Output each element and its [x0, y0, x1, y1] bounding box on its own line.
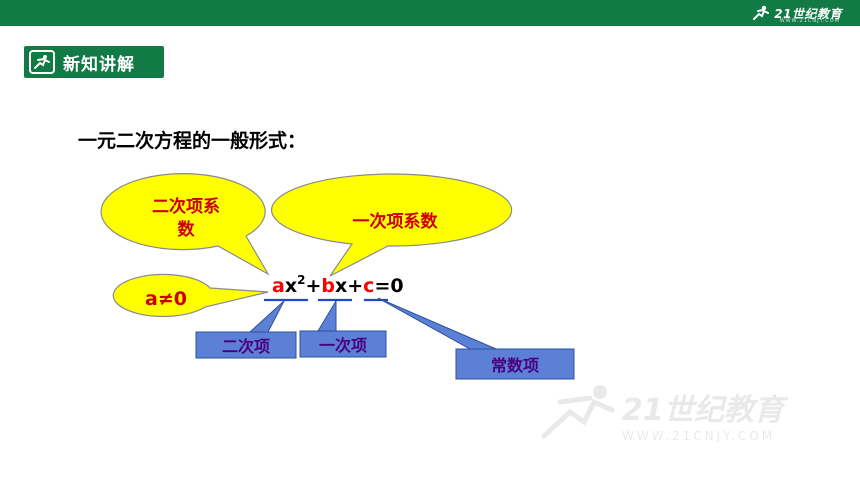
section-label: 新知讲解: [63, 54, 135, 75]
watermark-text: 21世纪教育: [622, 393, 789, 428]
label-constant-term-pointer: [377, 297, 497, 350]
label-linear-term-box: [299, 330, 387, 358]
coef-c: c: [363, 275, 374, 297]
callout-quadratic-coefficient-line1: 二次项系: [152, 196, 220, 217]
runner-icon: [29, 50, 55, 74]
plus-2: +: [347, 275, 363, 297]
coef-a: a: [272, 275, 285, 297]
brand-logo: 21世纪教育: [752, 3, 842, 23]
brand-subtext: WWW.21CNJY.COM: [779, 18, 840, 24]
var-x: x: [335, 275, 347, 297]
label-linear-term: 一次项: [319, 336, 367, 355]
plus-1: +: [305, 275, 321, 297]
callout-linear-coefficient: [271, 173, 513, 277]
label-constant-term: 常数项: [491, 356, 539, 375]
label-linear-term-pointer: [317, 299, 337, 332]
callout-linear-coefficient-text: 一次项系数: [353, 211, 439, 232]
label-quadratic-term: 二次项: [222, 337, 270, 356]
callout-condition: [112, 273, 269, 318]
watermark-subtext: WWW.21CNJY.COM: [622, 429, 775, 443]
runner-logo-icon: [753, 5, 770, 20]
label-quadratic-term-pointer: [248, 300, 285, 333]
label-constant-term-box: [455, 348, 575, 380]
var-x-squared: x: [285, 275, 297, 297]
brand-text: 21世纪教育: [774, 6, 842, 21]
callout-condition-text: a≠0: [145, 288, 187, 310]
label-quadratic-term-box: [195, 331, 297, 359]
watermark-logo: 21世纪教育 WWW.21CNJY.COM: [541, 385, 789, 443]
exponent-2: 2: [297, 273, 305, 287]
callout-quadratic-coefficient: [100, 173, 270, 276]
equals-sign: =: [374, 275, 390, 297]
section-tag: 新知讲解: [22, 44, 166, 80]
equation: ax2+bx+c=0: [272, 273, 404, 297]
top-bar: [0, 0, 860, 26]
coef-b: b: [321, 275, 335, 297]
page-heading: 一元二次方程的一般形式：: [78, 130, 307, 152]
zero: 0: [390, 275, 403, 297]
callout-quadratic-coefficient-line2: 数: [178, 219, 196, 240]
